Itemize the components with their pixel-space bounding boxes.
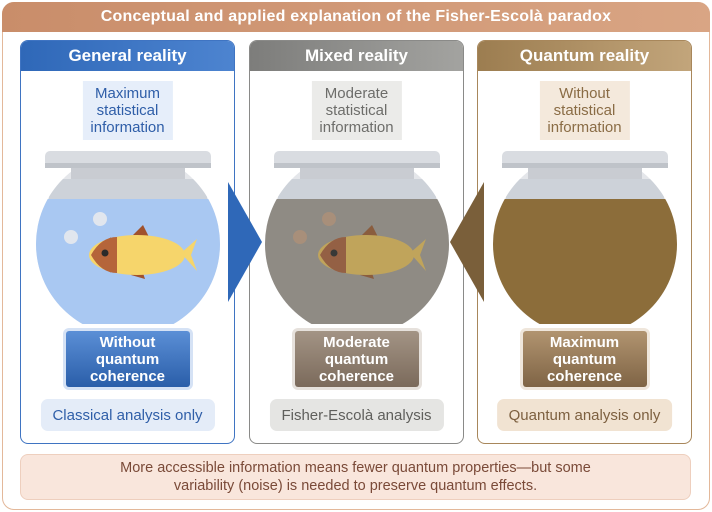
info-line: statistical xyxy=(553,102,616,119)
statistical-information-box: Moderate statistical information xyxy=(311,81,402,140)
fishbowl-opaque-icon xyxy=(493,151,677,324)
quantum-coherence-box: Maximum quantum coherence xyxy=(522,331,647,387)
info-line: information xyxy=(90,119,165,136)
arrow-right-icon xyxy=(228,182,262,302)
panel-header: Quantum reality xyxy=(478,41,691,71)
info-line: Moderate xyxy=(324,85,389,102)
panel-header: Mixed reality xyxy=(250,41,463,71)
coherence-line: Maximum xyxy=(549,333,620,351)
panel-title: General reality xyxy=(68,46,187,65)
info-line: Without xyxy=(559,85,610,102)
panel-quantum-reality: Quantum reality Without statistical info… xyxy=(477,40,692,444)
info-line: information xyxy=(547,119,622,136)
fish-icon xyxy=(318,225,426,279)
diagram-title: Conceptual and applied explanation of th… xyxy=(100,8,612,25)
panel-title: Quantum reality xyxy=(519,46,650,65)
info-line: information xyxy=(319,119,394,136)
coherence-line: coherence xyxy=(318,367,395,385)
coherence-line: coherence xyxy=(89,367,166,385)
bottom-summary-note: More accessible information means fewer … xyxy=(20,454,691,500)
coherence-line: quantum xyxy=(324,350,389,368)
analysis-type-label: Quantum analysis only xyxy=(496,399,673,431)
panel-title: Mixed reality xyxy=(305,46,408,65)
coherence-line: Moderate xyxy=(323,333,390,351)
coherence-line: quantum xyxy=(95,350,160,368)
coherence-line: coherence xyxy=(546,367,623,385)
coherence-line: quantum xyxy=(552,350,617,368)
quantum-coherence-box: Moderate quantum coherence xyxy=(294,331,419,387)
panel-mixed-reality: Mixed reality Moderate statistical infor… xyxy=(249,40,464,444)
coherence-line: Without xyxy=(99,333,156,351)
note-line: variability (noise) is needed to preserv… xyxy=(173,478,538,494)
statistical-information-box: Maximum statistical information xyxy=(82,81,173,140)
title-bar: Conceptual and applied explanation of th… xyxy=(2,2,710,32)
info-line: statistical xyxy=(96,102,159,119)
info-line: Maximum xyxy=(94,85,161,102)
panel-header: General reality xyxy=(21,41,234,71)
analysis-type-label: Classical analysis only xyxy=(40,399,215,431)
fish-icon xyxy=(89,225,197,279)
fishbowl-murky-icon xyxy=(265,151,449,324)
quantum-coherence-box: Without quantum coherence xyxy=(65,331,190,387)
info-line: statistical xyxy=(325,102,388,119)
note-line: More accessible information means fewer … xyxy=(120,460,591,476)
panel-general-reality: General reality Maximum statistical info… xyxy=(20,40,235,444)
fishbowl-clear-icon xyxy=(36,151,220,324)
analysis-type-label: Fisher-Escolà analysis xyxy=(269,399,444,431)
statistical-information-box: Without statistical information xyxy=(539,81,630,140)
arrow-left-icon xyxy=(450,182,484,302)
